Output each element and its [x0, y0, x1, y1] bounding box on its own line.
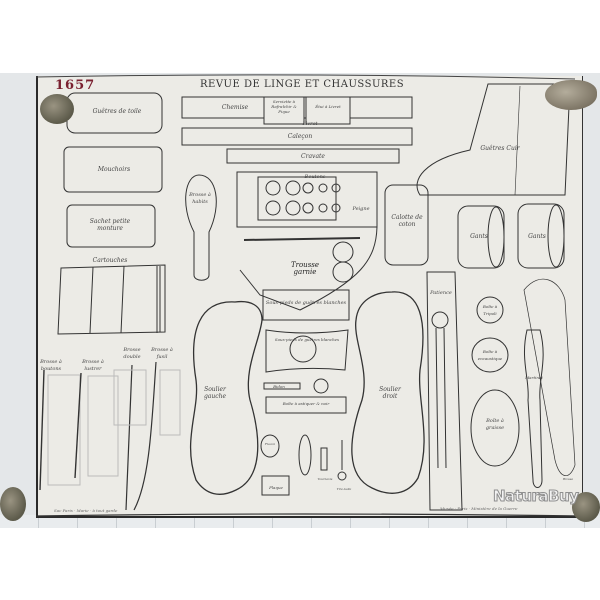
label-boite-graisse: Boîte à graisse: [485, 418, 505, 431]
label-flacon: Flacon: [264, 442, 276, 446]
label-gants-1: Gants: [470, 233, 488, 240]
footer-right-note: Musée · Paris · Ministère de la Guerre: [440, 506, 518, 511]
label-cravate: Cravate: [301, 153, 325, 160]
label-calecon: Caleçon: [287, 133, 313, 140]
label-gants-2: Gants: [528, 233, 546, 240]
label-brosse-bas: Brosse: [562, 477, 574, 481]
weight-stone-bottom-right: [572, 492, 600, 522]
label-guetres-cuir: Guêtres Cuir: [480, 145, 520, 152]
label-guetres-toile: Guêtres de toile: [92, 108, 142, 115]
weight-stone-top-right: [545, 80, 597, 110]
label-mouchoirs: Mouchoirs: [97, 166, 131, 173]
naturabuy-watermark: NaturaBuy: [492, 487, 579, 506]
label-boutons: Boutons: [304, 174, 326, 180]
footer-left-note: Sac Paris · Marie · à tout garde: [54, 508, 118, 513]
label-bidon: Bidon: [273, 384, 285, 389]
poster-title: REVUE DE LINGE ET CHAUSSURES: [200, 79, 405, 90]
label-sous-pieds: Sous-pieds de guêtres blanches: [265, 300, 347, 306]
label-soulier-droit: Soulier droit: [379, 386, 401, 400]
label-cartouches: Cartouches: [92, 257, 128, 264]
label-sous-pieds-2: Sous-pieds de guêtres blanches: [274, 337, 340, 342]
label-brosse-double: Brosse double: [123, 347, 141, 360]
label-calotte: Calotte de coton: [391, 214, 423, 228]
label-serviette: Serviette à Rafraîchir & Pique: [271, 99, 297, 114]
label-brosse-fusil: Brosse à fusil: [151, 347, 173, 360]
label-peigne: Peigne: [352, 206, 370, 212]
label-boite-astiquer: Boîte à astiquer & noir: [282, 401, 330, 406]
label-chemise: Chemise: [221, 104, 249, 111]
label-tire-balle: Tire-balle: [336, 487, 352, 491]
label-martinet: Martinet: [525, 375, 543, 380]
label-boite-cirage: Boîte à encaustique: [477, 349, 503, 361]
label-patience: Patience: [430, 290, 452, 296]
label-plaque: Plaque: [269, 485, 283, 490]
label-soulier-gauche: Soulier gauche: [203, 386, 227, 400]
weight-stone-bottom-left: [0, 487, 26, 521]
label-brosse-lustrer: Brosse à lustrer: [82, 359, 104, 372]
inventory-number: 1657: [55, 78, 96, 93]
label-brosse-boutons: Brosse à boutons: [40, 359, 62, 372]
label-trousse: Trousse garnie: [290, 261, 320, 276]
label-tournevis: Tournevis: [317, 477, 333, 481]
weight-stone-top-left: [40, 94, 74, 124]
label-brosse-habits: Brosse à habits: [189, 192, 211, 205]
label-livret: Livret: [302, 121, 318, 127]
floor-tiles: [0, 515, 600, 528]
label-boite-tripoli: Boîte à Tripoli: [482, 304, 498, 316]
label-sachet: Sachet petite monture: [89, 218, 131, 232]
label-etui-livret: Étui à Livret: [315, 104, 341, 109]
